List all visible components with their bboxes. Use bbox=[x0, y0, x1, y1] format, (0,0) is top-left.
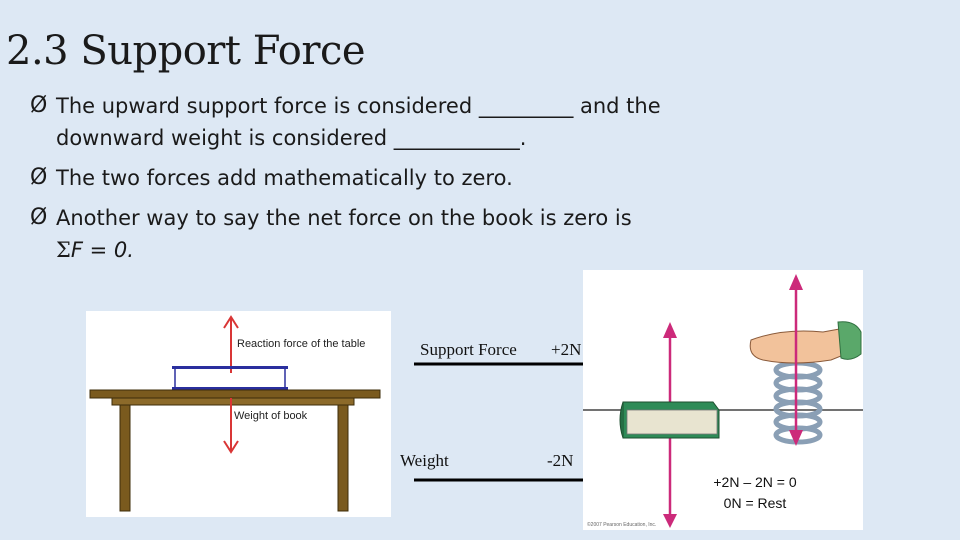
weight-label: Weight bbox=[400, 451, 449, 470]
weight-arrow-icon bbox=[223, 398, 239, 454]
spring-and-book-figure: ©2007 Pearson Education, Inc. bbox=[583, 270, 863, 530]
support-force-value: +2N bbox=[551, 340, 582, 359]
bullet-text: The upward support force is considered _… bbox=[56, 94, 661, 150]
arrow-bullet-icon: Ø bbox=[30, 205, 48, 230]
weight-value: -2N bbox=[547, 451, 574, 470]
spring-illustration bbox=[583, 274, 863, 528]
bullet-item: Ø The two forces add mathematically to z… bbox=[30, 162, 762, 194]
sum-line-2: 0N = Rest bbox=[723, 495, 787, 511]
book-shape bbox=[172, 366, 288, 390]
bullet-item: Ø Another way to say the net force on th… bbox=[30, 202, 762, 266]
spring-force-arrow-icon bbox=[789, 274, 803, 446]
arrow-bullet-icon: Ø bbox=[30, 165, 48, 190]
slide-title: 2.3 Support Force bbox=[6, 28, 366, 74]
support-force-label: Support Force bbox=[420, 340, 517, 359]
sum-line-1: +2N – 2N = 0 bbox=[713, 474, 797, 490]
arrow-bullet-icon: Ø bbox=[30, 93, 48, 118]
table-illustration bbox=[89, 315, 381, 512]
copyright-text: ©2007 Pearson Education, Inc. bbox=[587, 522, 657, 528]
book-on-table-figure: Reaction force of the table Weight of bo… bbox=[86, 311, 391, 517]
reaction-arrow-icon bbox=[223, 315, 239, 373]
weight-of-book-label: Weight of book bbox=[234, 410, 308, 422]
green-book-shape bbox=[619, 401, 720, 439]
bullet-item: Ø The upward support force is considered… bbox=[30, 90, 762, 154]
hand-shape bbox=[749, 321, 862, 364]
net-force-sum: +2N – 2N = 0 0N = Rest bbox=[700, 472, 810, 514]
equation-text: F = 0. bbox=[70, 238, 134, 262]
sigma-symbol: Σ bbox=[56, 238, 71, 262]
net-force-equation: ΣF = 0. bbox=[56, 234, 762, 266]
bullet-text: Another way to say the net force on the … bbox=[56, 206, 632, 230]
spring-coil-shape bbox=[773, 360, 823, 445]
table-shape bbox=[89, 389, 381, 512]
bullet-list: Ø The upward support force is considered… bbox=[30, 90, 762, 274]
reaction-force-label: Reaction force of the table bbox=[237, 338, 366, 350]
bullet-text: The two forces add mathematically to zer… bbox=[56, 166, 513, 190]
